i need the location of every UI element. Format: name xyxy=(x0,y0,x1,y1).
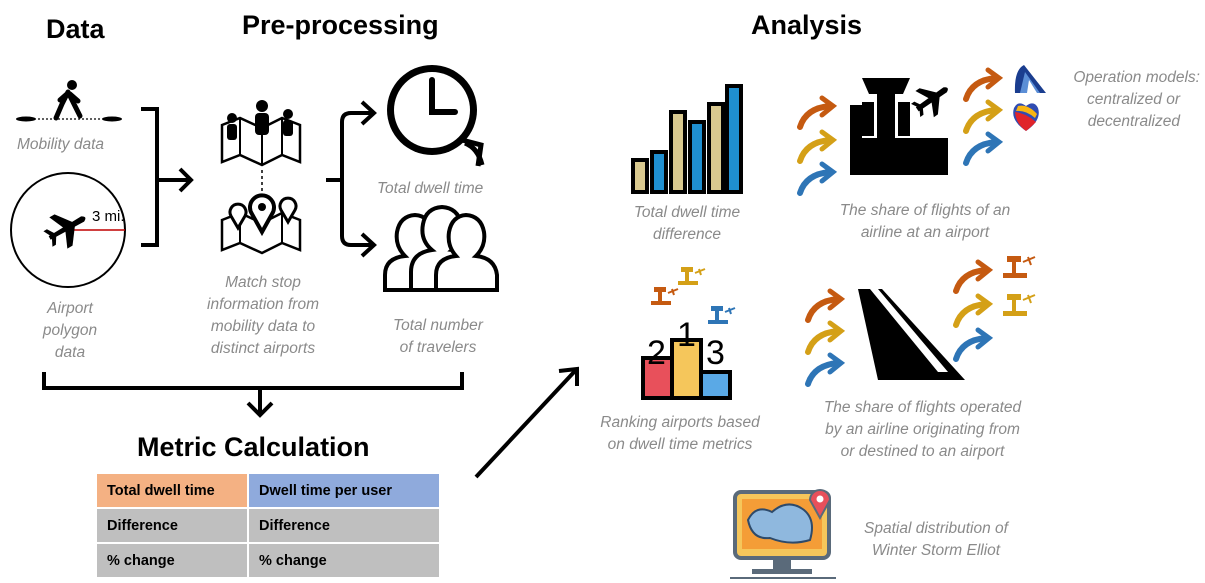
tower-yellow-icon xyxy=(1003,294,1036,316)
travelers-icon xyxy=(383,204,499,292)
flight-arrows-left-2 xyxy=(805,288,846,387)
podium-label-third: 3 xyxy=(706,334,725,372)
operation-line: decentralized xyxy=(1087,113,1180,130)
match-caption-line: mobility data to xyxy=(210,318,316,335)
tower-blue-icon xyxy=(708,306,736,324)
airport-caption-line: Airport xyxy=(47,300,93,317)
metric-calculation-heading: Metric Calculation xyxy=(137,432,370,462)
match-caption-line: information from xyxy=(207,296,319,313)
operation-models-caption: Operation models: centralized or decentr… xyxy=(1050,67,1200,133)
departing-plane-icon xyxy=(911,87,948,118)
metrics-table: Total dwell time Dwell time per user Dif… xyxy=(95,472,441,579)
metrics-row: % change % change xyxy=(97,544,439,577)
flight-arrows-left-1 xyxy=(797,95,838,196)
travelers-caption-line: of travelers xyxy=(399,339,477,356)
share-airline-line: The share of flights operated xyxy=(823,399,1022,416)
share-airport-line: airline at an airport xyxy=(860,224,990,241)
airport-caption-line: polygon xyxy=(42,322,98,339)
analysis-heading: Analysis xyxy=(751,10,863,40)
metrics-header-dwell: Total dwell time xyxy=(97,474,247,507)
bar-chart-icon xyxy=(631,84,743,194)
spatial-line: Winter Storm Elliot xyxy=(871,542,1001,559)
operation-line: centralized or xyxy=(1086,91,1180,108)
airport-polygon-icon xyxy=(10,172,126,288)
podium-label-second: 2 xyxy=(647,334,666,372)
share-airline-caption: The share of flights operated by an airl… xyxy=(795,397,1050,463)
metrics-cell: % change xyxy=(97,544,247,577)
preprocessing-heading: Pre-processing xyxy=(242,10,439,40)
spatial-distribution-caption: Spatial distribution of Winter Storm Ell… xyxy=(842,518,1030,562)
flight-arrows-right-1 xyxy=(963,67,1004,166)
total-dwell-time-caption: Total dwell time xyxy=(377,180,484,197)
travelers-caption-line: Total number xyxy=(393,317,483,334)
airplane-tail-icon xyxy=(858,289,965,380)
ranking-caption: Ranking airports based on dwell time met… xyxy=(580,412,780,456)
podium-icon xyxy=(641,338,732,400)
flight-arrows-right-2 xyxy=(953,259,994,362)
metrics-header-row: Total dwell time Dwell time per user xyxy=(97,474,439,507)
airline-globe-logo xyxy=(1014,65,1046,93)
airline-heart-logo xyxy=(1013,103,1039,131)
airplane-icon xyxy=(43,214,86,249)
tower-red-icon xyxy=(651,287,679,305)
share-airline-line: or destined to an airport xyxy=(840,443,1005,460)
dwell-difference-caption: Total dwell time difference xyxy=(607,202,767,246)
walking-person-icon xyxy=(16,80,122,122)
tail-towers xyxy=(1003,256,1036,316)
clock-icon xyxy=(387,65,485,167)
radius-label: 3 mi. xyxy=(92,208,125,225)
airport-polygon-caption: Airport polygon data xyxy=(20,298,120,364)
bottom-bracket xyxy=(42,372,464,418)
preprocessing-fork xyxy=(326,100,377,258)
podium-towers xyxy=(651,267,736,324)
dwell-diff-line: Total dwell time xyxy=(633,204,741,221)
total-travelers-caption: Total number of travelers xyxy=(375,315,501,359)
share-airline-line: by an airline originating from xyxy=(825,421,1020,438)
tower-gold-icon xyxy=(678,267,706,285)
match-stop-caption: Match stop information from mobility dat… xyxy=(188,272,338,360)
share-airport-line: The share of flights of an xyxy=(839,202,1011,219)
metrics-cell: Difference xyxy=(249,509,439,542)
pins-map-icon xyxy=(220,193,302,255)
ranking-line: on dwell time metrics xyxy=(607,436,753,453)
match-caption-line: Match stop xyxy=(225,274,301,291)
match-caption-line: distinct airports xyxy=(210,340,316,357)
mobility-data-caption: Mobility data xyxy=(17,136,105,153)
metrics-cell: Difference xyxy=(97,509,247,542)
airport-caption-line: data xyxy=(54,344,86,361)
tower-orange-icon xyxy=(1003,256,1036,278)
people-map-icon xyxy=(220,100,302,167)
share-airport-caption: The share of flights of an airline at an… xyxy=(805,200,1045,244)
dwell-diff-line: difference xyxy=(652,226,722,243)
podium-label-first: 1 xyxy=(677,316,696,354)
metrics-row: Difference Difference xyxy=(97,509,439,542)
data-heading: Data xyxy=(46,14,105,44)
metrics-cell: % change xyxy=(249,544,439,577)
metrics-header-per-user: Dwell time per user xyxy=(249,474,439,507)
spatial-line: Spatial distribution of xyxy=(864,520,1008,537)
analysis-arrow xyxy=(474,366,579,479)
data-bracket xyxy=(141,107,194,247)
control-tower-icon xyxy=(850,78,948,175)
ranking-line: Ranking airports based xyxy=(600,414,760,431)
computer-map-icon xyxy=(730,489,836,579)
operation-line: Operation models: xyxy=(1073,69,1200,86)
